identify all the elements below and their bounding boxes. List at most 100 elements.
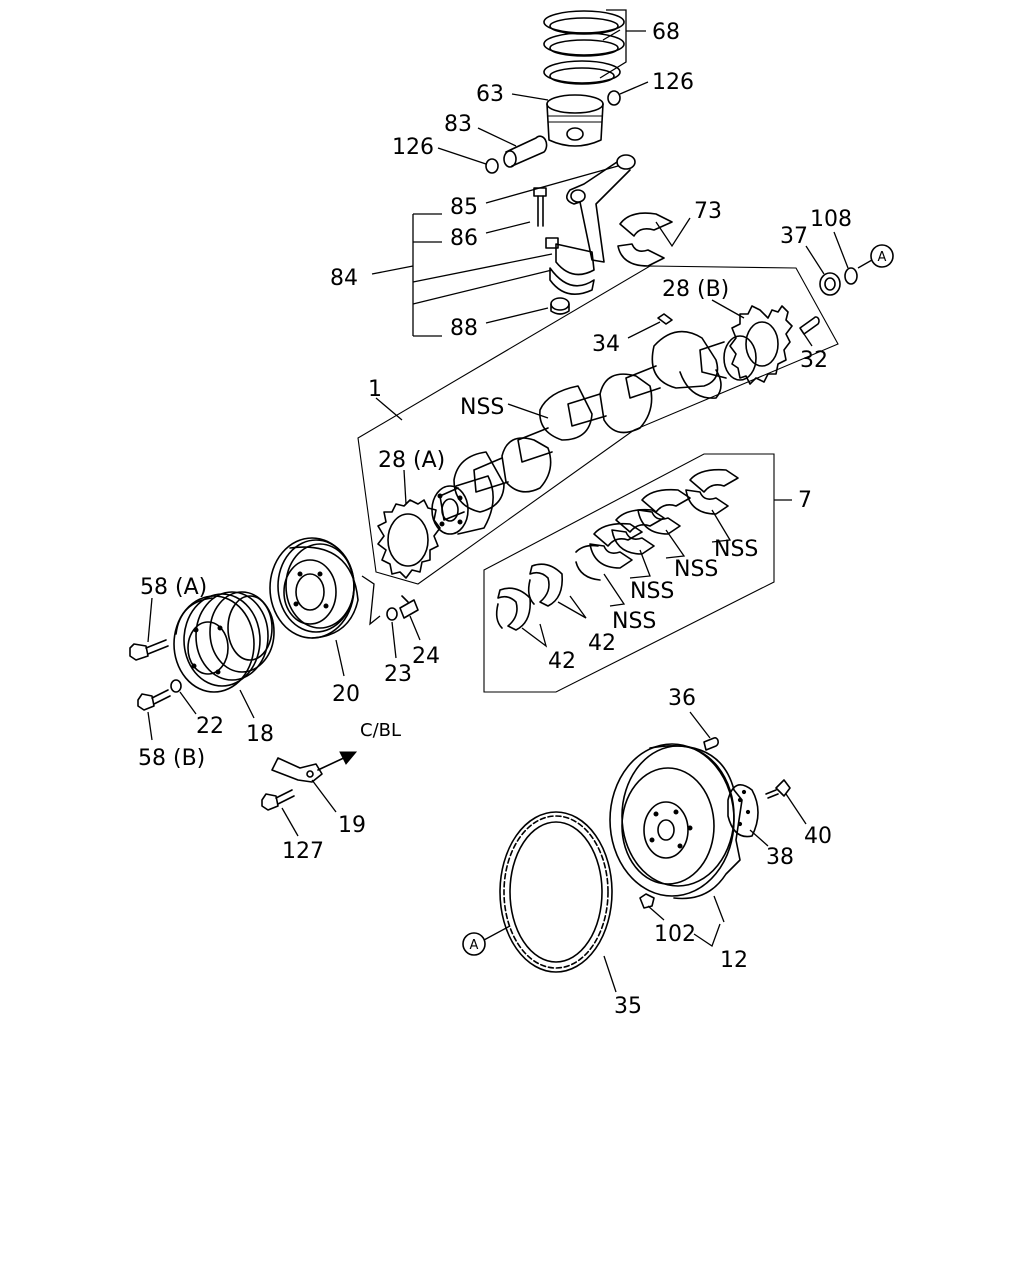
reference-marker-a-bottom: A	[462, 932, 486, 956]
label-nss-bearing-3: NSS	[630, 579, 674, 604]
leader-24	[409, 615, 421, 641]
crankshaft-pulley	[173, 591, 275, 693]
label-37: 37	[780, 224, 808, 249]
leader-32	[803, 333, 813, 347]
label-38: 38	[766, 845, 794, 870]
leader-83	[477, 127, 517, 147]
label-58b: 58 (B)	[138, 746, 205, 771]
rod-nut	[550, 297, 570, 315]
bolt-102	[639, 893, 655, 909]
label-cbl: C/BL	[360, 720, 401, 741]
label-18: 18	[246, 722, 274, 747]
leaders-84	[371, 165, 619, 337]
label-28b: 28 (B)	[662, 277, 729, 302]
leader-38	[749, 829, 769, 847]
label-nss-bearing-4: NSS	[612, 609, 656, 634]
leader-63	[511, 93, 549, 101]
bracket-19	[271, 757, 323, 783]
label-23: 23	[384, 662, 412, 687]
leader-20	[335, 639, 345, 677]
leader-58b	[147, 711, 153, 741]
timing-gear-rear	[729, 305, 793, 385]
leader-22	[179, 691, 197, 715]
dowel-pin-32	[799, 316, 820, 335]
label-7: 7	[798, 488, 812, 513]
crankshaft-group-outline	[357, 265, 839, 585]
leader-42-right	[557, 595, 587, 619]
snap-ring-108	[844, 267, 858, 285]
bolt-40	[765, 779, 791, 799]
piston-pin	[503, 135, 548, 168]
washer-22	[170, 679, 182, 693]
label-32: 32	[800, 348, 828, 373]
bolt-127	[261, 789, 295, 811]
label-40: 40	[804, 824, 832, 849]
leader-18	[239, 689, 255, 719]
label-12: 12	[720, 948, 748, 973]
leader-108	[833, 231, 849, 269]
leader-23	[391, 621, 397, 659]
bolt-24	[399, 595, 419, 619]
leader-refA2	[483, 925, 511, 941]
leader-58a	[147, 597, 153, 643]
label-42-left: 42	[548, 649, 576, 674]
label-84: 84	[330, 266, 358, 291]
label-73: 73	[694, 199, 722, 224]
leader-damper-group	[361, 575, 381, 626]
label-85: 85	[450, 195, 478, 220]
leader-126-left	[437, 147, 487, 165]
label-83: 83	[444, 112, 472, 137]
leader-36	[689, 711, 711, 739]
rod-bolt	[533, 187, 547, 227]
timing-gear-front	[377, 499, 441, 579]
label-126-right: 126	[652, 70, 694, 95]
label-34: 34	[592, 332, 620, 357]
label-19: 19	[338, 813, 366, 838]
leader-28b	[711, 299, 745, 319]
label-88: 88	[450, 316, 478, 341]
label-108: 108	[810, 207, 852, 232]
leader-12	[693, 923, 721, 947]
dowel-pin-36	[703, 737, 719, 751]
rod-bearing	[617, 212, 673, 267]
leader-34	[627, 321, 661, 339]
flywheel	[609, 743, 743, 900]
leader-19	[311, 779, 337, 813]
leader-37	[805, 245, 825, 275]
leader-126-right	[619, 81, 649, 95]
label-nss-crankshaft: NSS	[460, 395, 504, 420]
leader-refA1	[857, 259, 873, 269]
label-35: 35	[614, 994, 642, 1019]
label-68: 68	[652, 20, 680, 45]
leader-73	[655, 217, 691, 248]
leader-35	[603, 955, 617, 993]
label-36: 36	[668, 686, 696, 711]
bolt-58b	[137, 689, 171, 711]
main-bearing-group-outline	[483, 453, 775, 693]
label-127: 127	[282, 839, 324, 864]
snap-ring-right	[607, 90, 621, 106]
thrust-washers	[495, 563, 564, 631]
leader-28a	[403, 469, 407, 505]
reference-marker-a-top: A	[870, 244, 894, 268]
label-102: 102	[654, 922, 696, 947]
label-nss-bearing-2: NSS	[674, 557, 718, 582]
snap-ring-left	[485, 158, 499, 174]
label-58a: 58 (A)	[140, 575, 207, 600]
leader-nss-crank	[507, 403, 549, 419]
leader-40	[785, 793, 807, 825]
torsional-damper	[269, 537, 359, 639]
label-86: 86	[450, 226, 478, 251]
label-22: 22	[196, 714, 224, 739]
label-42-right: 42	[588, 631, 616, 656]
cbl-arrow	[317, 751, 358, 771]
label-126-left: 126	[392, 135, 434, 160]
label-nss-bearing-1: NSS	[714, 537, 758, 562]
label-24: 24	[412, 644, 440, 669]
leader-42-left	[521, 623, 548, 648]
leaders-68	[599, 9, 646, 79]
label-1: 1	[368, 377, 382, 402]
connecting-rod	[545, 154, 636, 296]
